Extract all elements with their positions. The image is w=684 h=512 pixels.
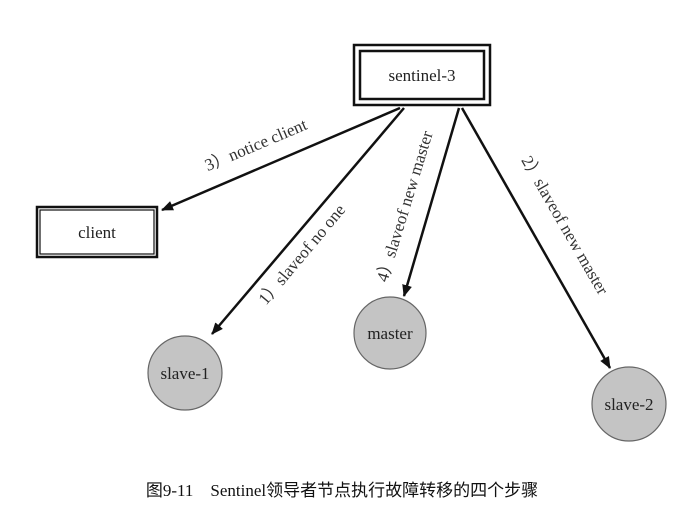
slave-1-label: slave-1 [160,364,209,383]
label-slaveof-no-one: 1）slaveof no one [254,201,349,309]
client-label: client [78,223,116,242]
arrow-notice-client [161,106,401,212]
slave-2-label: slave-2 [604,395,653,414]
label-slaveof-new-master-2: 2）slaveof new master [517,153,612,299]
label-slaveof-new-master-4: 4）slaveof new master [373,128,437,284]
master-label: master [367,324,413,343]
arrow-slaveof-new-master-slave2 [460,107,612,369]
sentinel-3-label: sentinel-3 [388,66,455,85]
label-notice-client: 3）notice client [202,115,310,175]
slave-1-node: slave-1 [147,335,223,411]
master-node: master [353,296,427,370]
sentinel-3-node: sentinel-3 [352,43,492,107]
arrow-slaveof-new-master-master [402,107,461,297]
client-node: client [35,205,159,259]
arrow-slaveof-no-one [211,107,405,335]
slave-2-node: slave-2 [591,366,667,442]
figure-caption: 图9-11 Sentinel领导者节点执行故障转移的四个步骤 [145,481,539,500]
